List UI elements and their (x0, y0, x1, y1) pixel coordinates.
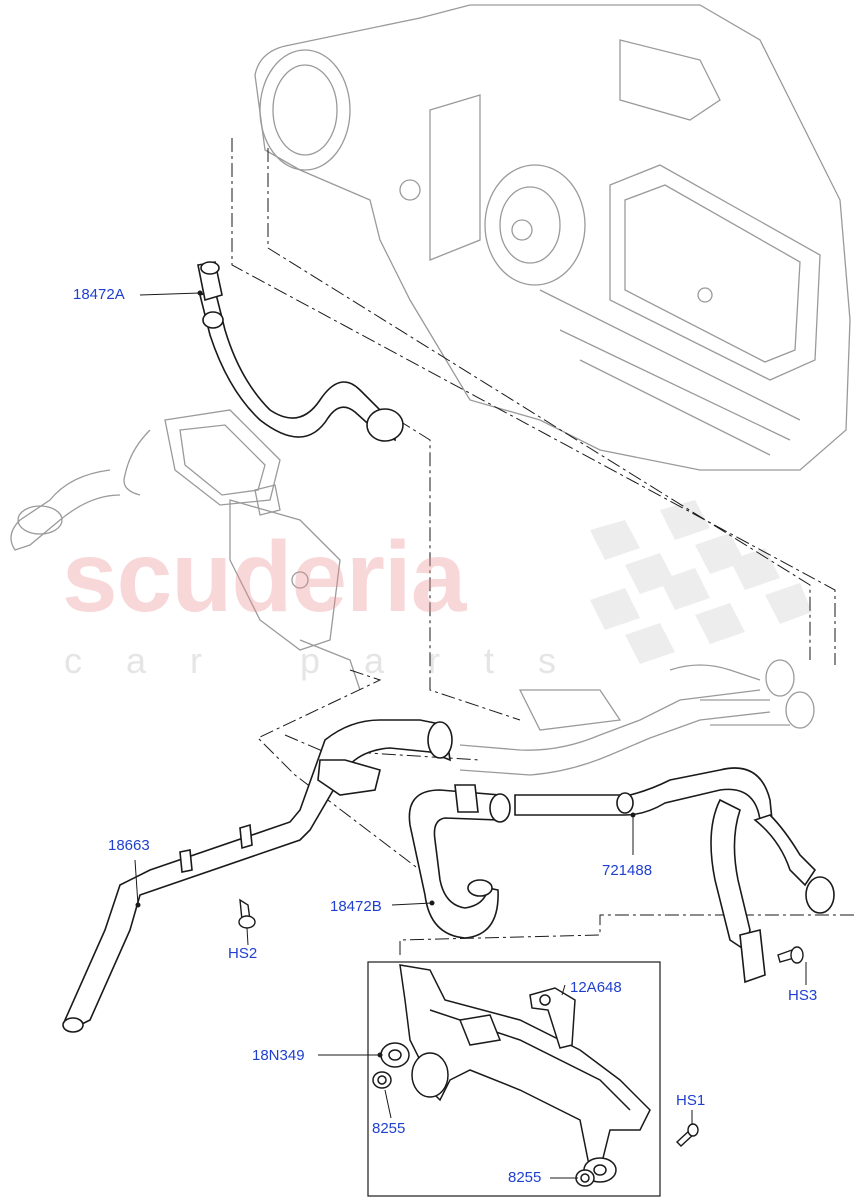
part-link-18663[interactable]: 18663 (108, 837, 150, 854)
housing-18N349 (380, 964, 651, 1183)
part-link-18N349[interactable]: 18N349 (252, 1047, 305, 1064)
clamp-8255 (372, 1071, 595, 1187)
bolt-HS2 (238, 898, 256, 929)
watermark-brand: scuderia (62, 521, 466, 633)
part-link-18472A[interactable]: 18472A (73, 286, 125, 303)
housing-detail-box (367, 961, 661, 1197)
hvac-housing (254, 4, 851, 471)
hose-18472A (197, 261, 404, 442)
pipe-721488 (514, 767, 835, 984)
pipe-18663 (62, 719, 453, 1033)
part-link-721488[interactable]: 721488 (602, 862, 653, 879)
part-link-8255-lower[interactable]: 8255 (508, 1169, 542, 1186)
part-link-12A648[interactable]: 12A648 (570, 979, 622, 996)
bolt-HS3 (777, 946, 804, 964)
watermark-tagline: car parts (64, 640, 601, 681)
coolant-valve-assembly (10, 409, 361, 691)
sensor-12A648 (529, 987, 576, 1049)
part-link-18472B[interactable]: 18472B (330, 898, 382, 915)
hose-18472B (408, 784, 511, 939)
part-link-HS2[interactable]: HS2 (228, 945, 258, 962)
assembly-leader-lines (231, 138, 856, 955)
checkered-flag-watermark (590, 500, 812, 664)
ghost-heater-pipes (459, 659, 815, 776)
part-link-8255-upper[interactable]: 8255 (372, 1120, 406, 1137)
bolt-HS1 (675, 1123, 699, 1147)
part-link-HS1[interactable]: HS1 (676, 1092, 706, 1109)
callout-leaders (134, 290, 807, 1179)
part-link-HS3[interactable]: HS3 (788, 987, 818, 1004)
